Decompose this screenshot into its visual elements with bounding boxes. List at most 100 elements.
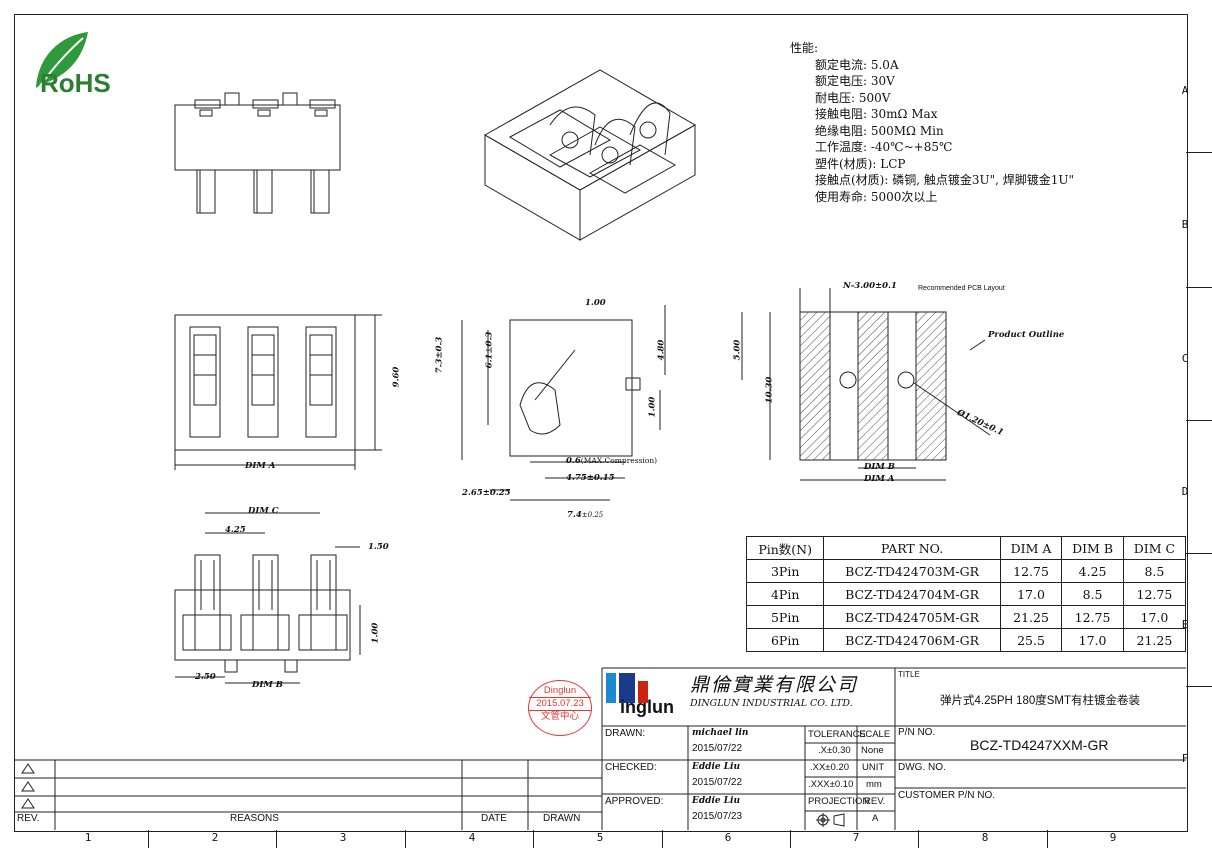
title-label: TITLE [898,670,920,679]
company-name-cn: 鼎倫實業有限公司 [690,674,859,696]
spec-line: 绝缘电阻: 500MΩ Min [815,123,944,138]
table-cell: 25.5 [999,628,1063,652]
pcb-dim-a-label: DIM A [864,474,895,484]
company-logo-text: inglun [620,697,674,717]
table-cell: 17.0 [1122,605,1187,629]
part-number-table: Pin数(N) PART NO. DIM A DIM B DIM C 3Pin … [745,536,1187,652]
col-number: 3 [339,831,347,844]
dim-a-label: DIM A [245,461,276,471]
scale-label: SCALE [859,729,891,740]
dim-c-label: DIM C [248,506,279,516]
projection-label: PROJECTION [808,796,870,807]
rev-column-label: REV. [17,813,40,824]
drawing-frame [14,14,1188,832]
dim-475-label: 4.75±0.15 [566,473,615,483]
unit-value: mm [866,779,882,790]
rev-value: A [872,813,879,824]
rev-label: REV. [864,796,886,807]
spec-line: 额定电流: 5.0A [815,57,899,72]
row-letter: C [1181,352,1189,365]
top-view-drawing [174,314,382,470]
col-number: 7 [852,831,860,844]
company-logo: inglun [606,673,686,719]
date-column-label: DATE [481,813,507,824]
projection-symbol-icon [816,813,845,827]
customer-pn-label: CUSTOMER P/N NO. [898,790,996,801]
dim-265-label: 2.65±0.25 [462,488,511,498]
side-view-drawing [461,305,666,501]
table-cell: BCZ-TD424703M-GR [823,559,1001,583]
table-cell: BCZ-TD424706M-GR [823,628,1001,652]
spec-line: 塑件(材质): LCP [815,156,906,171]
col-number: 8 [981,831,989,844]
spec-line: 工作温度: -40℃~+85℃ [815,140,953,154]
tolerance-label: TOLERANCE [808,729,866,740]
table-cell: BCZ-TD424704M-GR [823,582,1001,606]
dim-425-label: 4.25 [225,525,246,535]
col-number: 1 [84,831,92,844]
table-cell: BCZ-TD424705M-GR [823,605,1001,629]
checked-date: 2015/07/22 [692,777,743,788]
table-header: DIM B [1061,536,1124,560]
pcb-dim-b-label: DIM B [864,462,895,472]
drawn-label: DRAWN: [605,728,646,739]
table-cell: 8.5 [1061,582,1124,606]
dim-06-label: 0.6(MAX.Compression) [566,456,658,466]
drawing-title: 弹片式4.25PH 180度SMT有柱镀金卷装 [940,695,1141,707]
company-name-en: DINGLUN INDUSTRIAL CO. LTD. [690,698,853,709]
table-cell: 6Pin [745,628,825,652]
tolerance-3: .XXX±0.10 [808,779,854,790]
col-number: 9 [1109,831,1117,844]
approved-date: 2015/07/23 [692,811,743,822]
drawn-column-label: DRAWN [543,813,581,824]
stamp-date: 2015.07.23 [529,697,591,711]
rohs-logo: RoHS [28,28,138,98]
table-row: 6Pin BCZ-TD424706M-GR 25.5 17.0 21.25 [745,628,1187,652]
table-header-row: Pin数(N) PART NO. DIM A DIM B DIM C [745,536,1187,560]
row-letter: A [1181,84,1189,97]
spec-line: 额定电压: 30V [815,74,895,88]
row-letter: B [1181,218,1189,231]
spec-heading: 性能: [790,41,819,55]
spec-block: 性能: 额定电流: 5.0A 额定电压: 30V 耐电压: 500V 接触电阻:… [790,40,1074,205]
col-number: 4 [468,831,476,844]
stamp-text: Dinglun [543,685,577,696]
approved-label: APPROVED: [605,796,664,807]
table-header: DIM A [999,536,1063,560]
col-number: 2 [211,831,219,844]
pcb-layout-drawing [741,288,991,481]
table-cell: 17.0 [1061,628,1124,652]
rohs-text: RoHS [40,68,111,98]
reasons-column-label: REASONS [230,813,279,824]
dim-150-label: 1.50 [368,542,389,552]
leaf-icon [36,32,88,88]
drawn-date: 2015/07/22 [692,743,743,754]
row-letter: D [1181,485,1189,498]
col-number: 6 [724,831,732,844]
bot-dim-b-label: DIM B [252,680,283,690]
part-number: BCZ-TD4247XXM-GR [970,737,1109,753]
approved-by: Eddie Liu [692,796,741,806]
scale-value: None [861,745,884,756]
checked-by: Eddie Liu [692,762,741,772]
table-header: Pin数(N) [745,536,825,560]
dwg-label: DWG. NO. [898,762,946,773]
bottom-view-drawing [174,512,361,684]
table-row: 5Pin BCZ-TD424705M-GR 21.25 12.75 17.0 [745,605,1187,629]
table-cell: 21.25 [999,605,1063,629]
stamp-text: 文管中心 [540,711,579,722]
tolerance-2: .XX±0.20 [810,762,850,773]
checked-label: CHECKED: [605,762,657,773]
spec-line: 耐电压: 500V [815,90,891,105]
spec-line: 使用寿命: 5000次以上 [815,189,938,204]
drawn-by: michael lin [692,728,749,738]
approval-stamp: Dinglun 2015.07.23 文管中心 [528,680,592,736]
spec-line: 接触电阻: 30mΩ Max [815,107,938,121]
table-cell: 4.25 [1061,559,1124,583]
front-view-drawing [174,92,341,214]
pcb-pitch-label: N-3.00±0.1 [843,281,897,291]
col-number: 5 [596,831,604,844]
isometric-view-drawing [483,69,697,241]
pcb-recommended-label: Recommended PCB Layout [918,285,1005,292]
